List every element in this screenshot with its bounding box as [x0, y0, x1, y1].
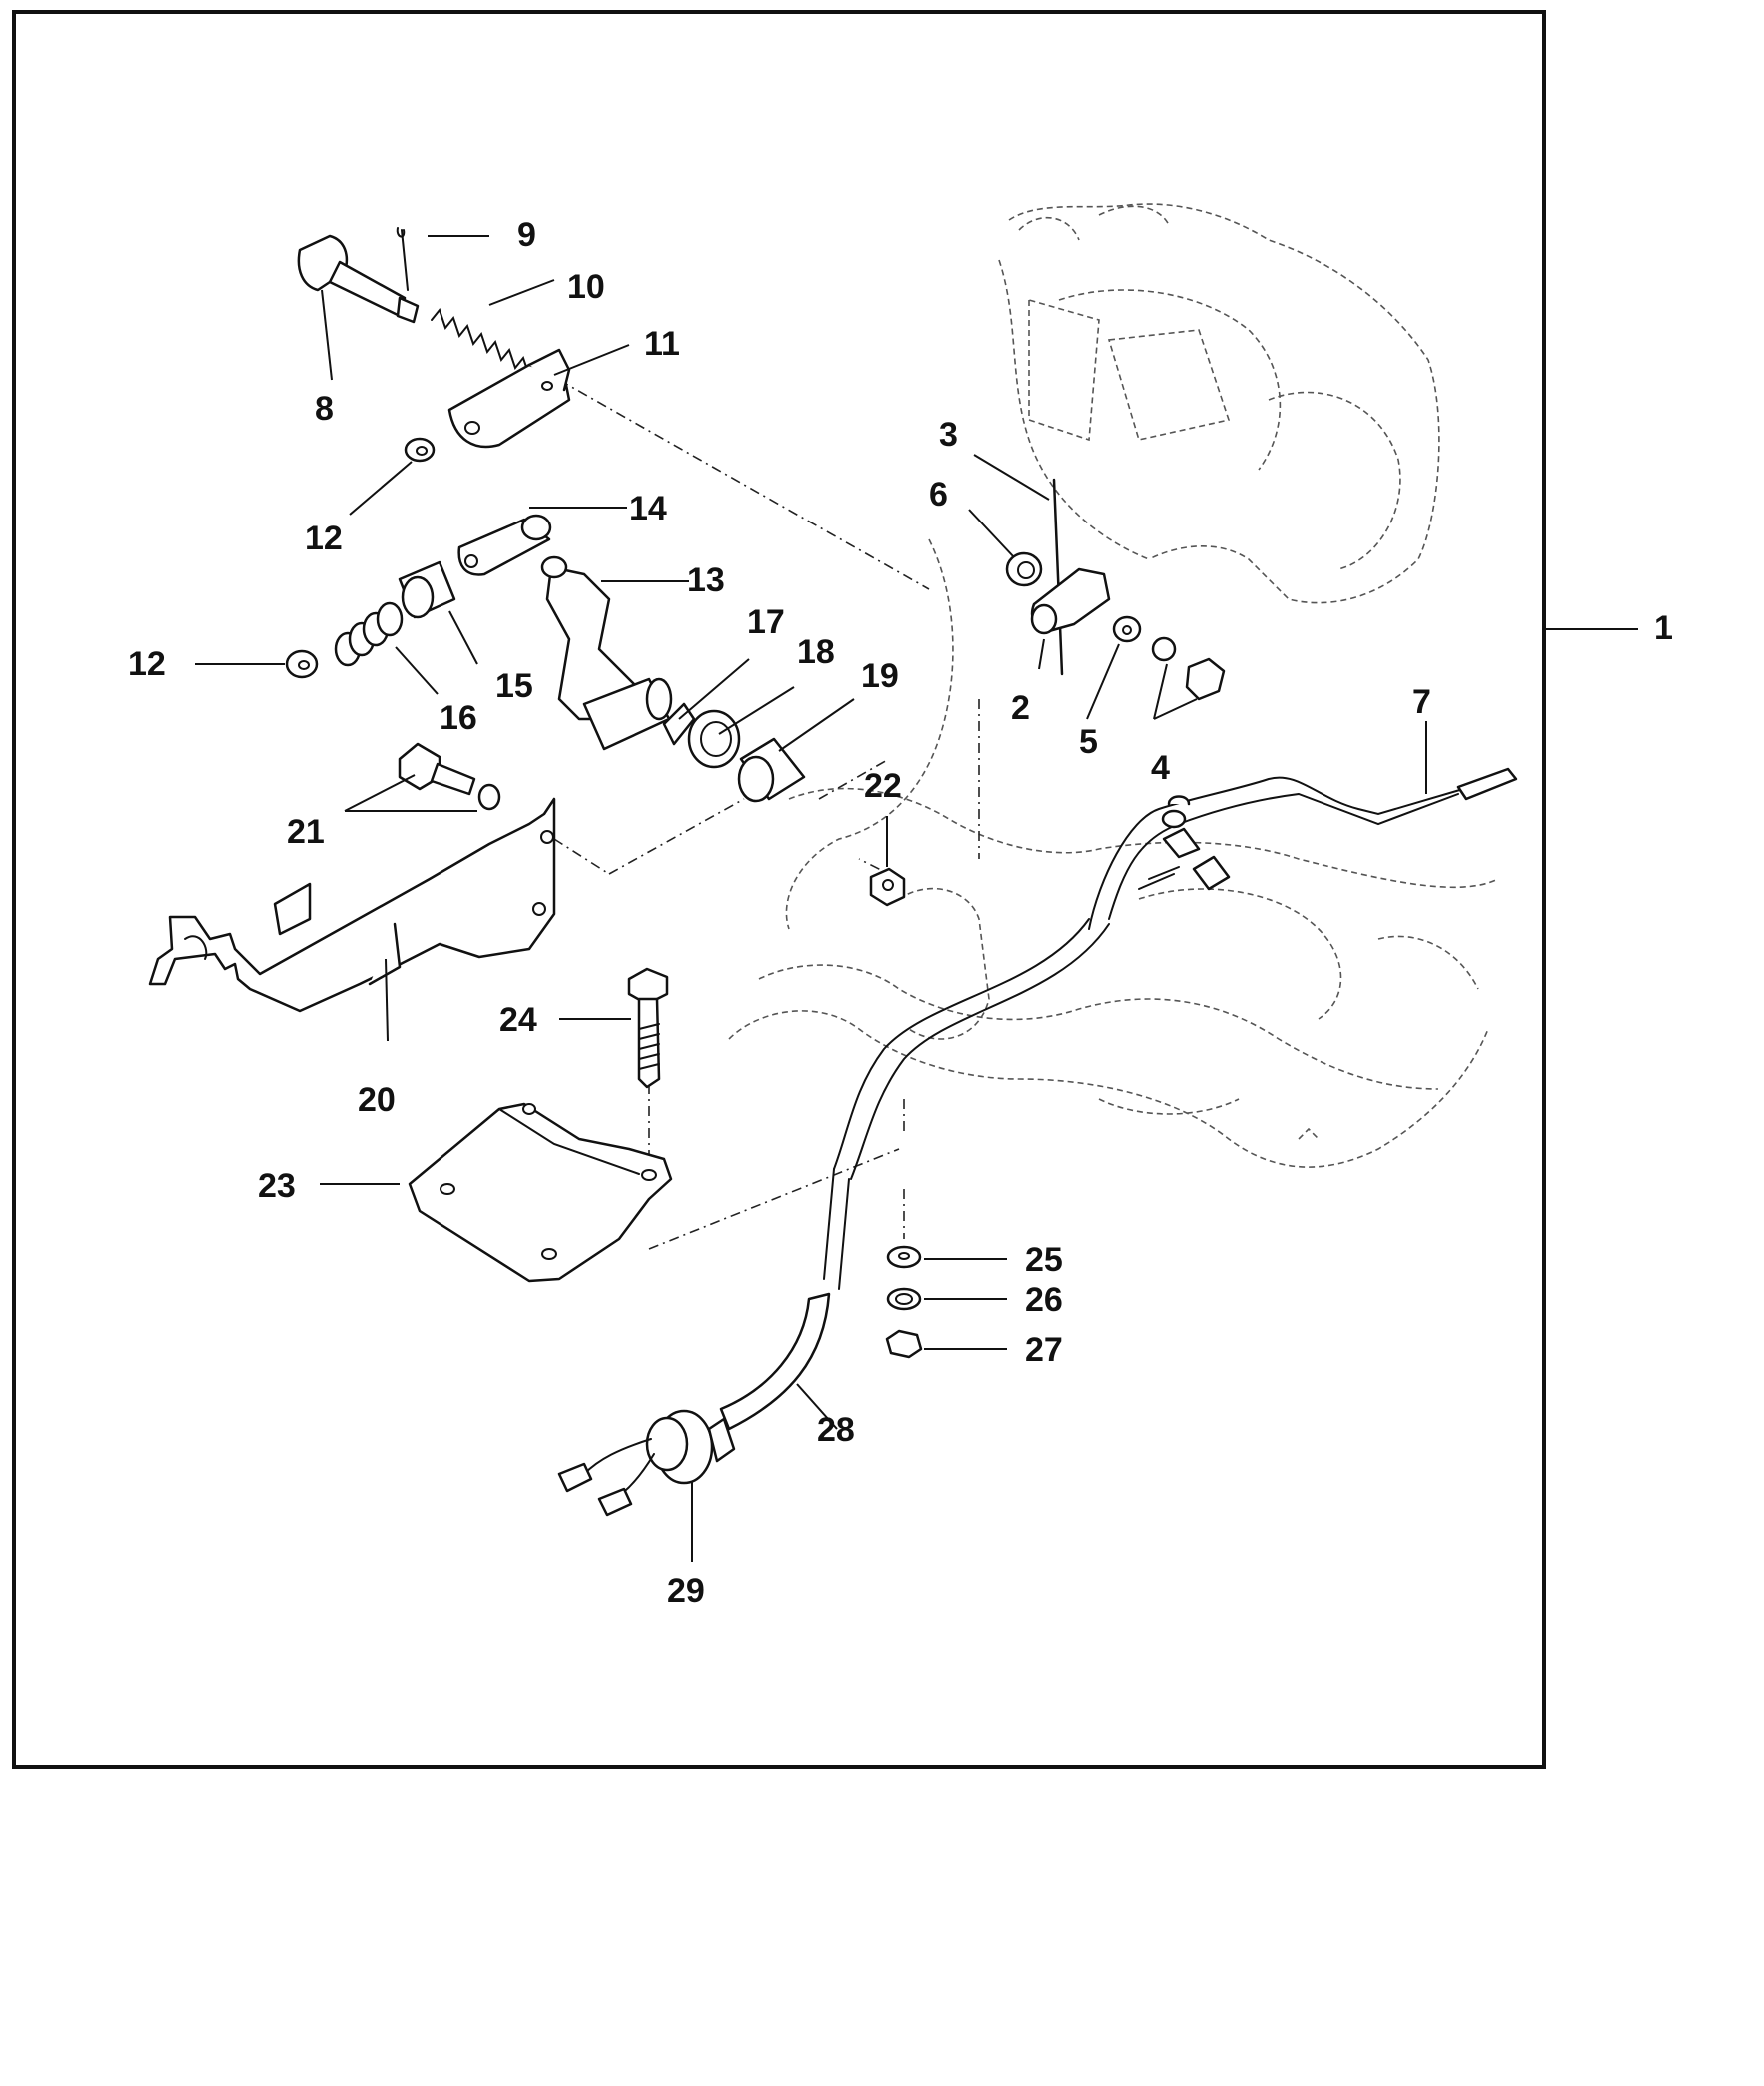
callout-14: 14: [629, 490, 667, 527]
wire-harness-7: [1088, 767, 1518, 930]
callout-4: 4: [1151, 749, 1170, 787]
nut-22: [869, 867, 906, 907]
bracket-20: [148, 797, 556, 1013]
callout-6: 6: [929, 476, 948, 514]
leader-lines: [195, 235, 1638, 1562]
callout-19: 19: [861, 657, 899, 695]
bush-19: [737, 737, 806, 803]
washer-12-lower: [285, 649, 319, 679]
adjuster-pin: [297, 227, 420, 324]
callout-1: 1: [1654, 609, 1673, 647]
callout-12b: 12: [128, 645, 166, 683]
callout-21: 21: [287, 813, 325, 851]
lock-washer-26: [886, 1287, 922, 1311]
washer-5: [1112, 615, 1142, 643]
bolt-4: [1185, 657, 1226, 701]
rod-3: [1052, 478, 1064, 676]
callout-17: 17: [747, 603, 785, 641]
callout-10: 10: [567, 268, 605, 306]
washer-4: [1151, 636, 1177, 662]
clevis-block: [447, 348, 571, 449]
callout-27: 27: [1025, 1331, 1063, 1369]
callout-9: 9: [517, 216, 536, 254]
arm-2: [1030, 567, 1111, 635]
callout-25: 25: [1025, 1241, 1063, 1279]
sleeve-15: [398, 560, 456, 619]
callout-8: 8: [315, 390, 334, 428]
callout-3: 3: [939, 416, 958, 454]
callout-13: 13: [687, 561, 725, 599]
callout-16: 16: [440, 699, 477, 737]
bolt-24: [627, 967, 669, 1089]
callout-22: 22: [864, 767, 902, 805]
washer-6: [1005, 551, 1043, 587]
plate-23: [408, 1102, 673, 1283]
callout-11: 11: [644, 325, 680, 363]
callout-29: 29: [667, 1572, 705, 1610]
callout-15: 15: [495, 667, 533, 705]
callout-24: 24: [499, 1001, 537, 1039]
callout-5: 5: [1079, 723, 1098, 761]
diagram-frame: [12, 10, 1546, 1769]
callout-26: 26: [1025, 1281, 1063, 1319]
spring-16: [334, 601, 404, 667]
callout-18: 18: [797, 633, 835, 671]
compression-spring: [431, 307, 536, 379]
washer-21: [477, 783, 501, 811]
lever-13: [540, 555, 673, 751]
engine-block-outline: [728, 203, 1499, 1168]
nut-27: [885, 1329, 923, 1359]
callout-28: 28: [817, 1411, 855, 1449]
circlip-17: [662, 702, 696, 746]
washer-12-upper: [404, 437, 436, 463]
callout-labels: 1 2 3 4 5 6 7 8 9 10 11 12 12 13 14 15 1…: [128, 216, 1673, 1610]
callout-2: 2: [1011, 689, 1030, 727]
assembly-lines: [553, 379, 980, 1250]
grommet-29: [557, 1409, 736, 1517]
callout-20: 20: [358, 1081, 396, 1119]
bolt-21: [398, 742, 476, 796]
bushing-14: [457, 514, 552, 576]
callout-12a: 12: [305, 520, 343, 557]
cable-28: [719, 918, 1110, 1431]
callout-7: 7: [1412, 683, 1431, 721]
seal-18: [687, 709, 741, 769]
callout-23: 23: [258, 1167, 296, 1205]
washer-25: [886, 1245, 922, 1269]
